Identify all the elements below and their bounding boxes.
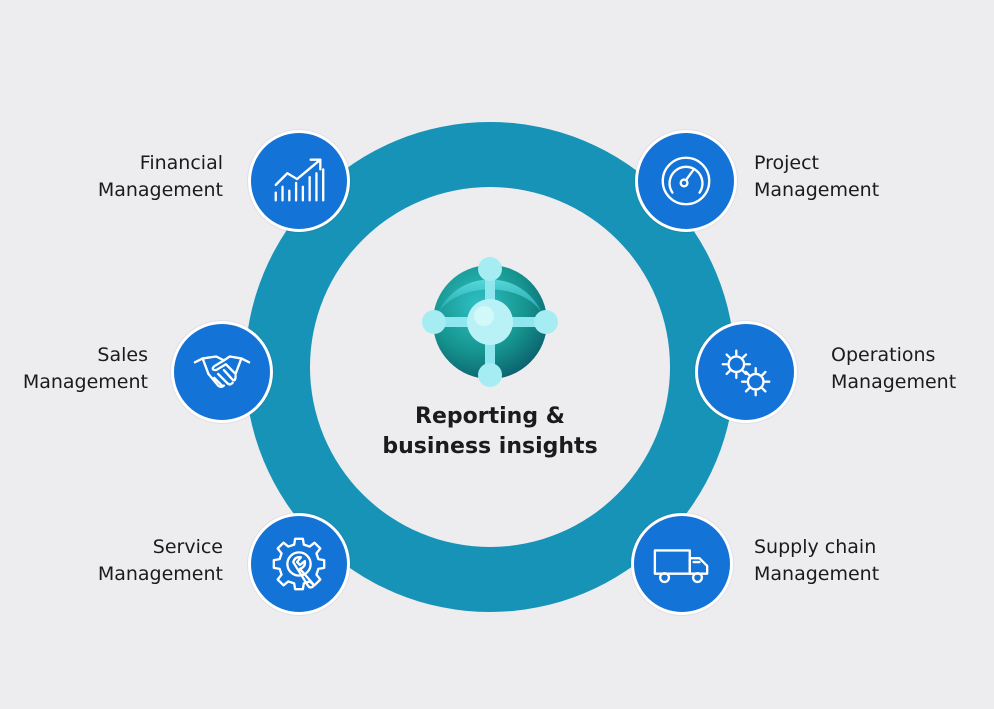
project-management-label: Project Management <box>754 150 914 204</box>
service-label-line1: Service <box>152 536 223 558</box>
truck-icon <box>653 549 709 584</box>
sales-label-line1: Sales <box>97 344 148 366</box>
supply-chain-management-label: Supply chain Management <box>754 534 924 588</box>
service-management-label: Service Management <box>80 534 223 588</box>
operations-management-node[interactable] <box>695 321 797 423</box>
project-label-line1: Project <box>754 152 820 174</box>
supply-label-line2: Management <box>754 563 880 585</box>
operations-label-line1: Operations <box>831 344 936 366</box>
gears-icon <box>721 349 771 397</box>
center-title: Reporting & business insights <box>340 402 640 462</box>
financial-label-line1: Financial <box>139 152 223 174</box>
project-management-node[interactable] <box>635 130 737 232</box>
financial-management-label: Financial Management <box>80 150 223 204</box>
financial-label-line2: Management <box>97 179 223 201</box>
growth-chart-icon <box>274 158 325 202</box>
gear-wrench-icon <box>272 537 326 591</box>
service-label-line2: Management <box>97 563 223 585</box>
sales-label-line2: Management <box>22 371 148 393</box>
center-title-line2: business insights <box>382 434 598 459</box>
financial-management-node[interactable] <box>248 130 350 232</box>
sales-management-label: Sales Management <box>10 342 148 396</box>
supply-label-line1: Supply chain <box>754 536 877 558</box>
operations-label-line2: Management <box>831 371 957 393</box>
service-management-node[interactable] <box>248 513 350 615</box>
center-title-line1: Reporting & <box>415 404 565 429</box>
operations-management-label: Operations Management <box>831 342 991 396</box>
project-label-line2: Management <box>754 179 880 201</box>
sales-management-node[interactable] <box>171 321 273 423</box>
gauge-icon <box>661 156 711 206</box>
handshake-icon <box>193 355 251 389</box>
business-central-logo-icon <box>422 257 558 387</box>
supply-chain-management-node[interactable] <box>631 513 733 615</box>
